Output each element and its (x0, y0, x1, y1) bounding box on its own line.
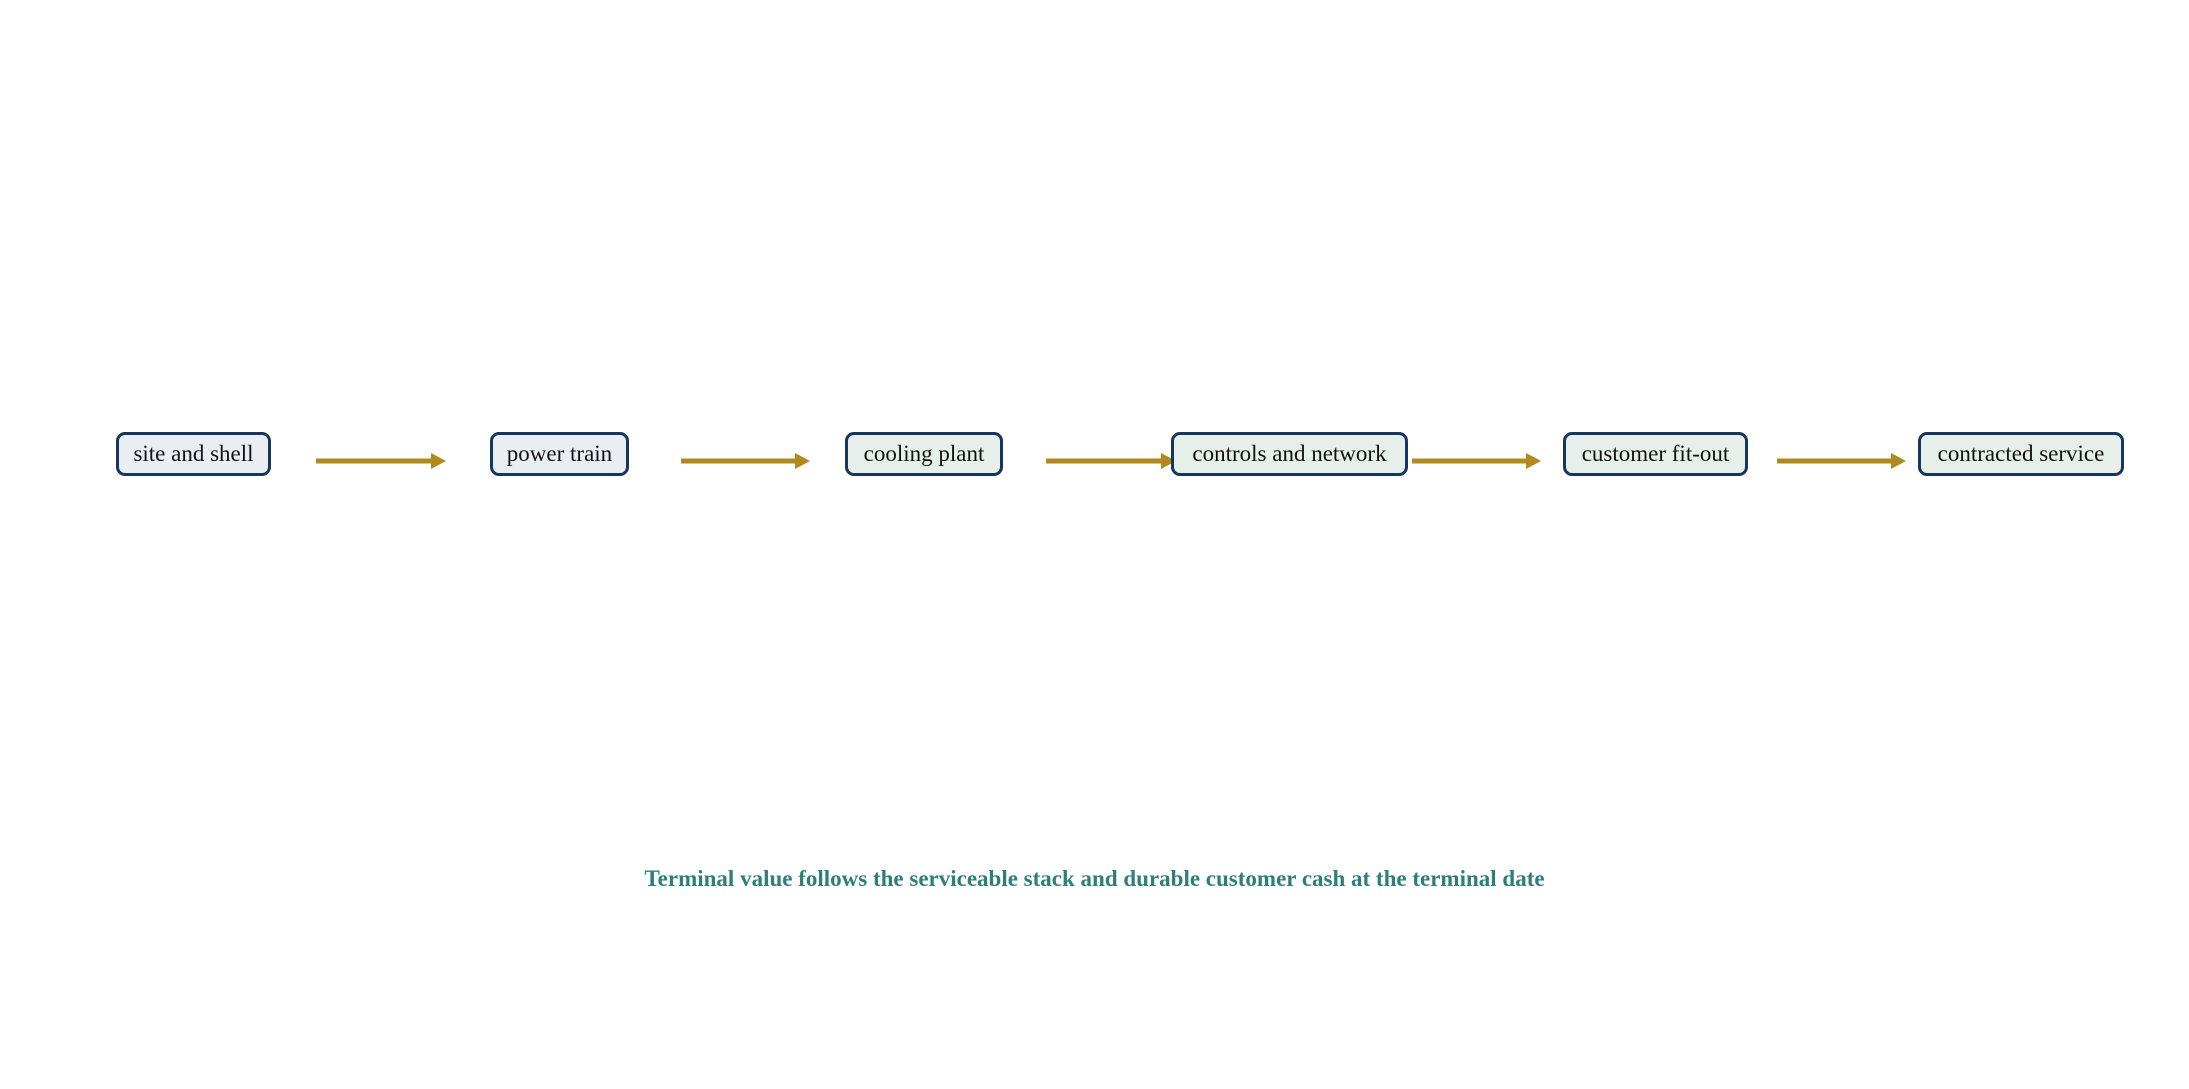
flow-arrowhead-1 (431, 453, 446, 469)
node-cooling-plant: cooling plant (845, 432, 1003, 476)
node-customer-fit-out: customer fit-out (1563, 432, 1748, 476)
flow-arrowhead-2 (795, 453, 810, 469)
flow-arrowhead-3 (1161, 453, 1176, 469)
node-controls-and-network: controls and network (1171, 432, 1408, 476)
node-contracted-service: contracted service (1918, 432, 2124, 476)
node-power-train: power train (490, 432, 629, 476)
footnote-caption: Terminal value follows the serviceable s… (644, 866, 1545, 891)
flow-arrowhead-5 (1891, 453, 1906, 469)
flow-arrowhead-4 (1526, 453, 1541, 469)
node-site-and-shell: site and shell (116, 432, 271, 476)
